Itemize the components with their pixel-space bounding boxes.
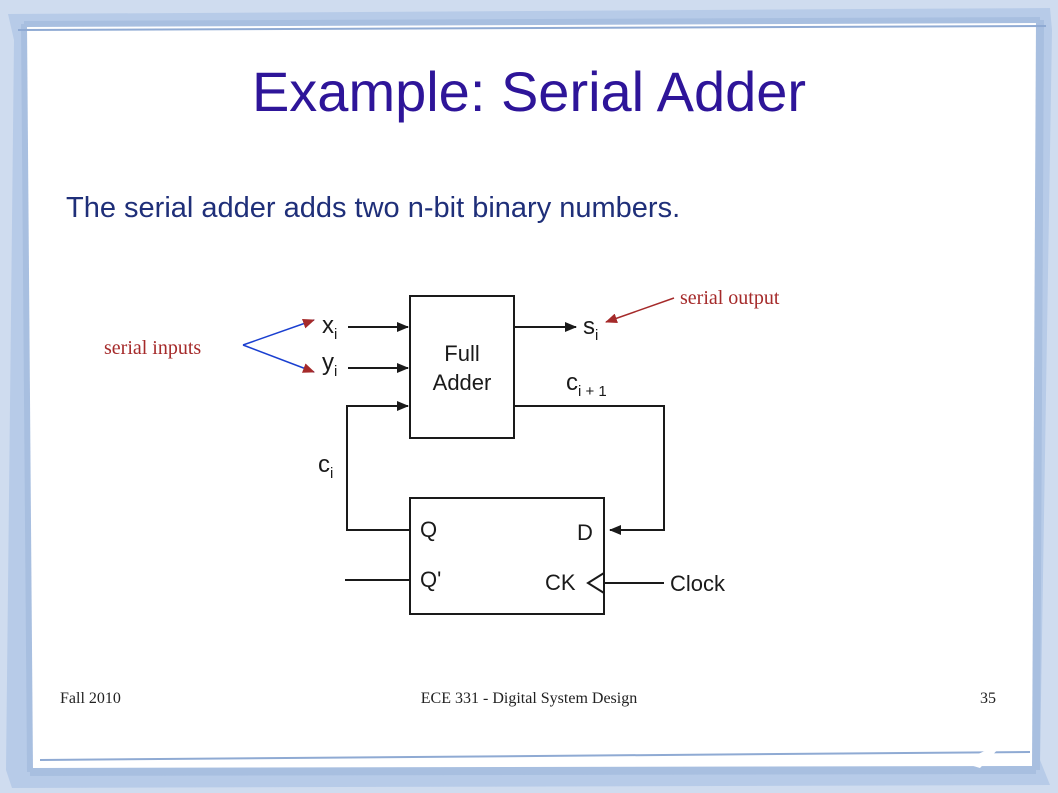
footer-course: ECE 331 - Digital System Design — [420, 690, 638, 707]
clock-label: Clock — [670, 571, 726, 596]
output-s-label: si — [583, 313, 598, 344]
ff-clock-triangle — [586, 572, 605, 594]
carry-in-wire — [346, 401, 410, 531]
slide-subtitle: The serial adder adds two n-bit binary n… — [66, 192, 681, 224]
ff-q-label: Q — [420, 517, 437, 542]
ff-qbar-label: Q' — [420, 567, 441, 592]
full-adder-label-1: Full — [444, 341, 479, 366]
serial-output-annotation: serial output — [680, 287, 780, 309]
serial-inputs-annotation: serial inputs — [104, 337, 201, 359]
footer-date: Fall 2010 — [60, 690, 121, 707]
carry-in-label: ci — [318, 451, 333, 482]
serial-output-arrow — [605, 297, 675, 324]
carry-out-label: ci + 1 — [566, 369, 607, 400]
d-flip-flop-box — [409, 497, 605, 615]
serial-inputs-arrow-y — [242, 344, 315, 373]
full-adder-box — [409, 295, 515, 439]
input-y-label: yi — [322, 349, 337, 380]
slide-title: Example: Serial Adder — [251, 60, 807, 123]
ff-ck-label: CK — [545, 570, 576, 595]
carry-out-wire — [514, 405, 665, 535]
serial-inputs-arrow-x — [242, 318, 315, 346]
input-x-label: xi — [322, 312, 337, 343]
full-adder-label-2: Adder — [433, 370, 492, 395]
footer-page-number: 35 — [980, 690, 996, 707]
ff-d-label: D — [577, 520, 593, 545]
